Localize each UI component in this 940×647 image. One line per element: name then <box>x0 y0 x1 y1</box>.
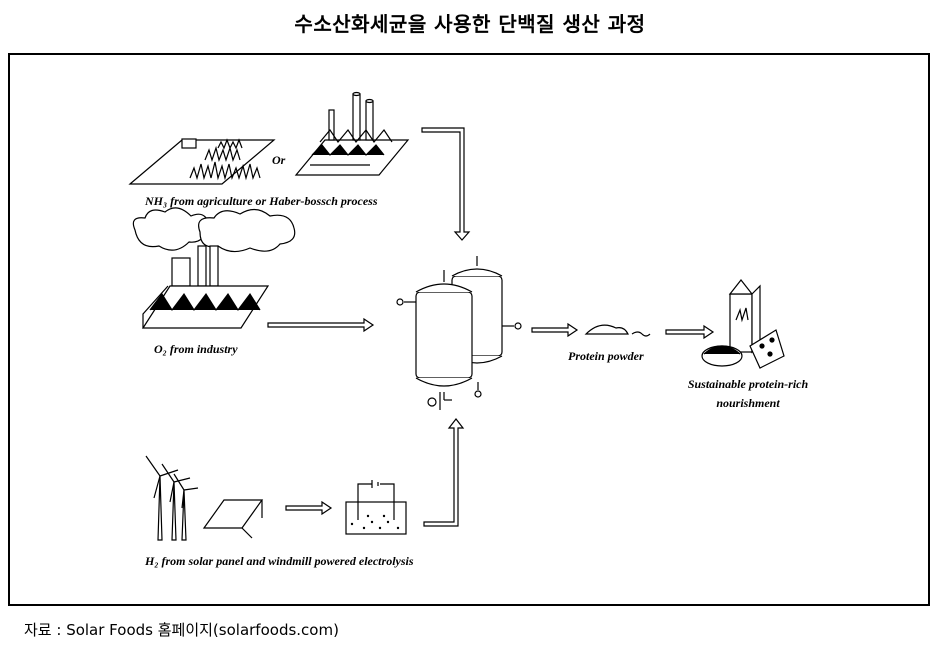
arrow-h2-to-reactor <box>423 418 465 527</box>
nourishment-label-line1: Sustainable protein-rich <box>688 377 809 391</box>
industry-factory-illustration <box>132 207 296 329</box>
o2-source-label: O₂ from industry <box>154 342 238 356</box>
solar-panel-illustration <box>202 499 264 539</box>
arrow-powder-to-food <box>665 324 715 340</box>
factory-illustration <box>294 91 410 176</box>
wind-turbine-illustration <box>145 455 199 541</box>
protein-powder-label: Protein powder <box>568 349 644 363</box>
electrolysis-cell-illustration <box>345 480 407 535</box>
nourishment-label-line2: nourishment <box>716 396 780 410</box>
food-products-illustration <box>701 279 785 369</box>
protein-powder-illustration <box>584 324 651 337</box>
diagram-frame <box>8 53 930 606</box>
source-caption: 자료 : Solar Foods 홈페이지(solarfoods.com) <box>24 621 339 639</box>
arrow-o2-to-reactor <box>267 317 375 333</box>
nh3-source-label: NH₃ from agriculture or Haber-bossch pro… <box>144 194 378 208</box>
arrow-solar-to-electrolysis <box>285 500 333 516</box>
bioreactor-illustration <box>396 256 522 410</box>
agriculture-field-illustration <box>128 138 276 185</box>
h2-source-label: H₂ from solar panel and windmill powered… <box>144 554 414 568</box>
or-label: Or <box>272 153 286 167</box>
arrow-nh3-to-reactor <box>421 127 471 241</box>
arrow-reactor-to-powder <box>531 322 579 338</box>
page-title: 수소산화세균을 사용한 단백질 생산 과정 <box>294 12 646 36</box>
